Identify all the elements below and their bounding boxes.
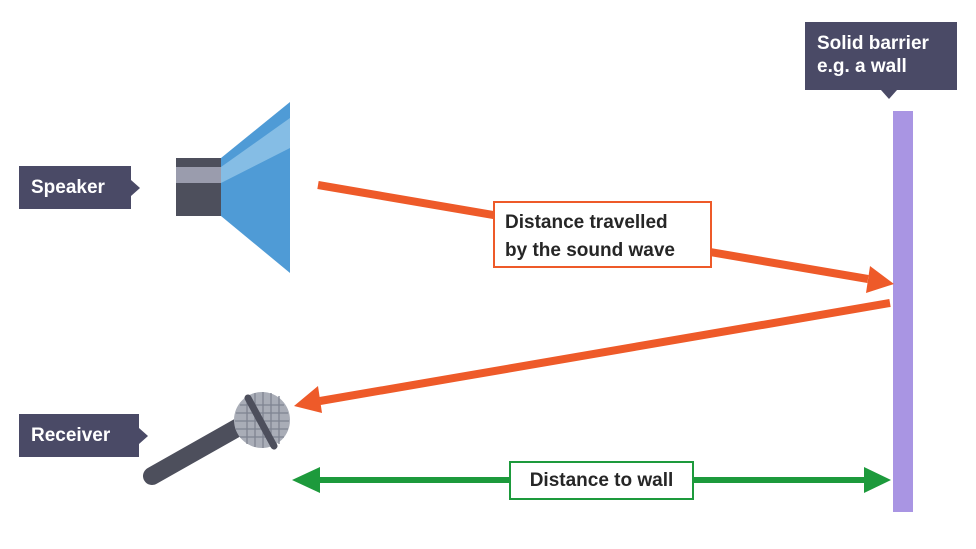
distance-to-wall-label: Distance to wall [509,461,694,500]
distance-to-wall-label-text: Distance to wall [529,470,674,491]
speaker-label: Speaker [19,166,140,209]
receiver-label: Receiver [19,414,148,457]
microphone-icon [143,392,290,485]
wall [893,111,913,512]
barrier-label-line2: e.g. a wall [817,56,907,77]
sound-distance-label: Distance travelled by the sound wave [493,201,712,268]
speaker-icon [176,102,290,273]
reflected-sound-arrow [294,299,891,413]
receiver-label-text: Receiver [31,425,111,446]
speaker-label-text: Speaker [31,177,105,198]
barrier-label: Solid barrier e.g. a wall [805,22,957,99]
sound-distance-label-line1: Distance travelled [505,212,668,233]
sound-distance-label-line2: by the sound wave [505,240,675,261]
barrier-label-line1: Solid barrier [817,33,929,54]
